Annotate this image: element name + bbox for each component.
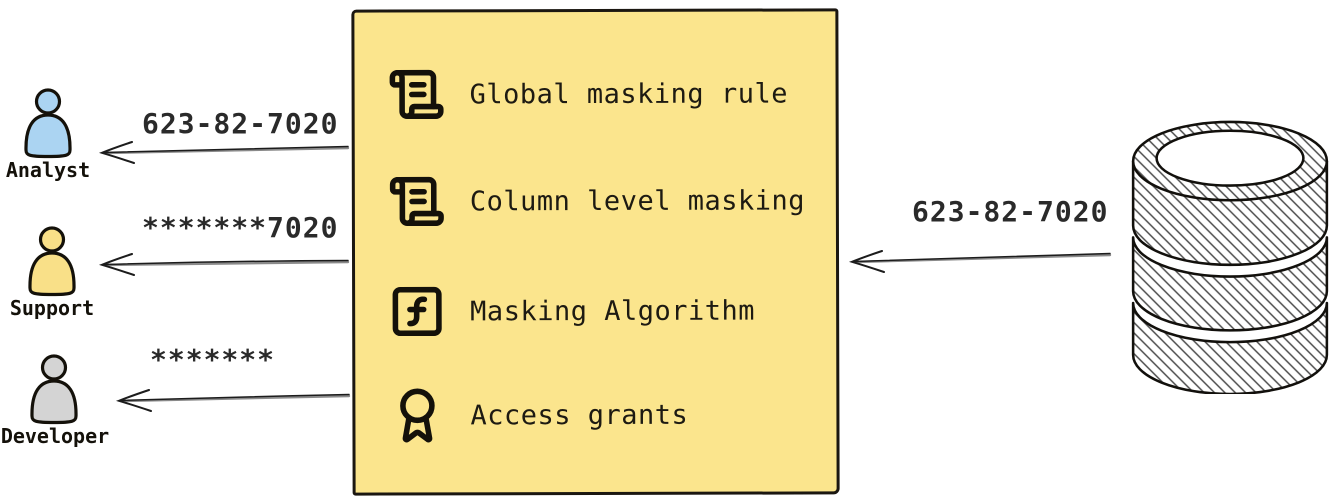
masking-item: Access grants bbox=[388, 384, 688, 447]
user-icon bbox=[30, 354, 78, 425]
persona-support bbox=[26, 226, 78, 298]
masking-item-label: Masking Algorithm bbox=[470, 295, 756, 327]
arrow-box-to-support-icon bbox=[98, 253, 350, 276]
award-icon bbox=[400, 388, 435, 443]
arrow-database-to-box-icon bbox=[848, 250, 1112, 273]
user-icon bbox=[24, 88, 72, 159]
masking-item: Global masking rule bbox=[388, 62, 789, 125]
persona-label: Developer bbox=[0, 424, 110, 448]
masking-item: Column level masking bbox=[388, 169, 805, 232]
masking-item-label: Access grants bbox=[470, 399, 689, 431]
masking-item-label: Column level masking bbox=[469, 184, 806, 217]
persona-label: Support bbox=[9, 296, 95, 320]
arrow-box-to-developer-icon bbox=[115, 389, 351, 412]
scroll-text-icon bbox=[389, 176, 444, 227]
arrow-box-to-analyst-icon bbox=[98, 141, 350, 164]
masked-value-support: *******7020 bbox=[142, 211, 339, 244]
database-icon bbox=[1131, 120, 1329, 394]
scroll-text-icon bbox=[389, 69, 444, 120]
user-shape bbox=[28, 226, 76, 297]
masking-rules-panel: Global masking rule Column level masking bbox=[351, 8, 840, 496]
user-icon bbox=[28, 226, 76, 297]
persona-analyst bbox=[22, 88, 74, 160]
masked-value-analyst: 623-82-7020 bbox=[142, 107, 339, 140]
masked-value-developer: ******* bbox=[150, 343, 276, 376]
database-value-label: 623-82-7020 bbox=[912, 195, 1109, 228]
masking-item: Masking Algorithm bbox=[388, 280, 755, 343]
masking-item-label: Global masking rule bbox=[469, 77, 788, 110]
user-shape bbox=[30, 354, 78, 425]
persona-label: Analyst bbox=[5, 158, 91, 182]
function-square-icon bbox=[392, 286, 442, 337]
persona-developer bbox=[28, 354, 80, 426]
user-shape bbox=[24, 88, 72, 159]
